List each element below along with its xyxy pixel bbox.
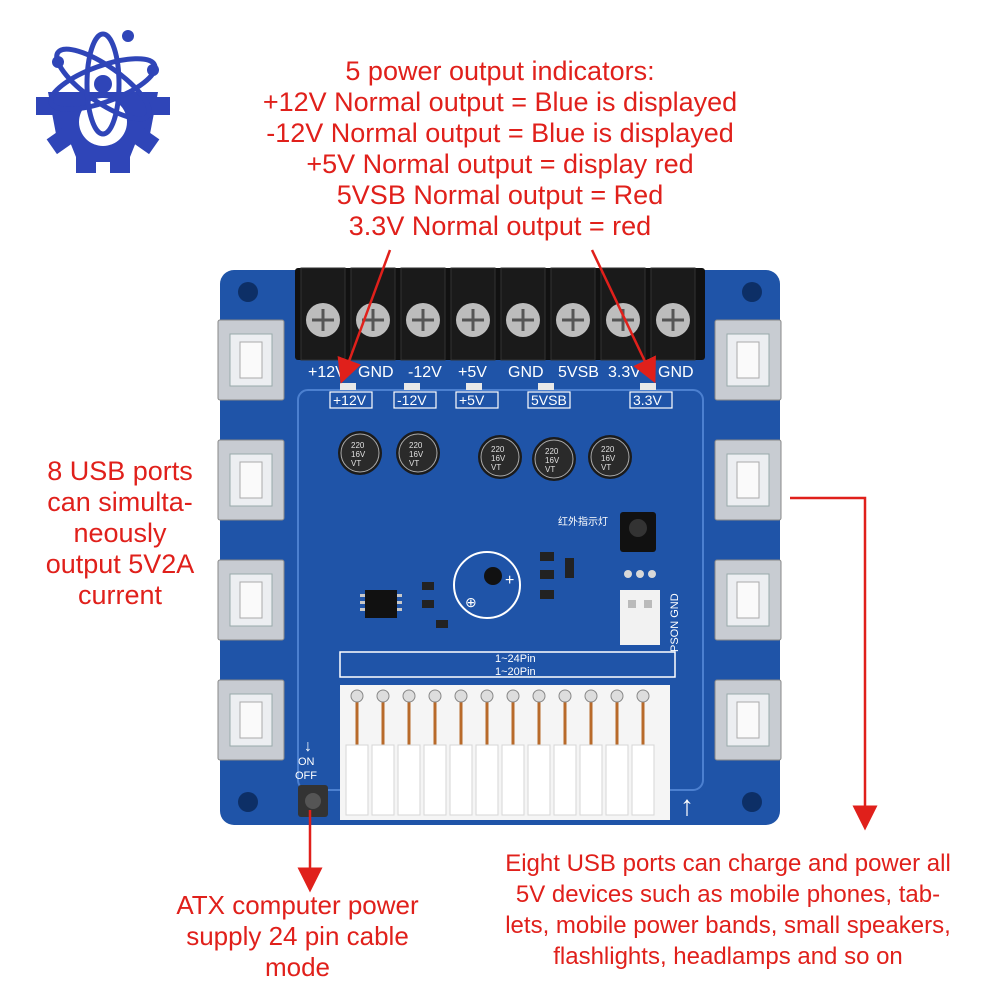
usb-output-description: 8 USB ports can simulta- neously output … xyxy=(20,456,220,611)
usb-charging-description: Eight USB ports can charge and power all… xyxy=(458,848,998,972)
usb-port-left[interactable] xyxy=(217,559,285,641)
indicator-label: 3.3V xyxy=(633,392,662,408)
capacitor-label: 220 xyxy=(351,441,365,450)
usb-port-right[interactable] xyxy=(714,319,782,401)
capacitor-label: 220 xyxy=(601,445,615,454)
annotation-line: 3.3V Normal output = red xyxy=(348,211,652,241)
terminal-label: 3.3V xyxy=(608,364,641,381)
arrow-to-usb-text xyxy=(790,496,878,831)
capacitor-label: 16V xyxy=(351,450,366,459)
ic-chip xyxy=(365,590,397,618)
annotation-line: -12V Normal output = Blue is displayed xyxy=(266,118,734,148)
annotation-line: 8 USB ports xyxy=(47,456,193,486)
indicator-led xyxy=(340,383,356,390)
svg-text:⊕: ⊕ xyxy=(465,594,477,610)
switch-off-label: OFF xyxy=(295,770,317,782)
annotation-line: output 5V2A xyxy=(45,549,195,579)
capacitor-label: VT xyxy=(351,459,361,468)
annotation-line: flashlights, headlamps and so on xyxy=(553,943,903,970)
usb-port-left[interactable] xyxy=(217,319,285,401)
usb-port-left[interactable] xyxy=(217,679,285,761)
capacitor-label: 220 xyxy=(409,441,423,450)
indicator-led xyxy=(466,383,482,390)
terminal-label: -12V xyxy=(408,364,442,381)
svg-text:↑: ↑ xyxy=(680,790,694,821)
indicator-label: 5VSB xyxy=(531,392,567,408)
arrow-to-33v-indicator xyxy=(590,249,656,384)
usb-port-left[interactable] xyxy=(217,439,285,521)
indicator-description: 5 power output indicators: +12V Normal o… xyxy=(180,56,820,242)
capacitor-label: 220 xyxy=(491,445,505,454)
annotation-line: Eight USB ports can charge and power all xyxy=(505,850,951,877)
capacitor-label: VT xyxy=(491,463,501,472)
indicator-led xyxy=(538,383,554,390)
capacitor-label: 16V xyxy=(545,456,560,465)
atx-description: ATX computer power supply 24 pin cable m… xyxy=(145,890,450,983)
svg-text:+: + xyxy=(505,572,514,589)
atom-gear-logo xyxy=(36,30,170,173)
pson-connector xyxy=(620,590,660,645)
capacitor-label: 16V xyxy=(601,454,616,463)
indicator-label: -12V xyxy=(397,392,427,408)
pin-label-20: 1~20Pin xyxy=(495,666,536,678)
annotation-line: mode xyxy=(264,952,331,982)
indicator-led xyxy=(640,383,656,390)
annotation-line: 5 power output indicators: xyxy=(345,56,655,86)
capacitor-label: VT xyxy=(601,463,611,472)
pin-label-24: 1~24Pin xyxy=(495,653,536,665)
usb-port-right[interactable] xyxy=(714,679,782,761)
capacitor-label: 220 xyxy=(545,447,559,456)
terminal-label: GND xyxy=(358,364,394,381)
indicator-label: +5V xyxy=(459,392,485,408)
capacitor-label: VT xyxy=(545,465,555,474)
buzzer-outline xyxy=(453,551,521,619)
capacitor-label: VT xyxy=(409,459,419,468)
usb-port-right[interactable] xyxy=(714,559,782,641)
terminal-label: GND xyxy=(658,364,694,381)
terminal-label: +12V xyxy=(308,364,346,381)
annotation-line: 5V devices such as mobile phones, tab- xyxy=(515,881,941,908)
annotation-line: lets, mobile power bands, small speakers… xyxy=(505,912,951,939)
annotation-line: can simulta- xyxy=(47,487,193,517)
atx-24pin-connector xyxy=(340,685,670,820)
annotation-line: +5V Normal output = display red xyxy=(306,149,694,179)
terminal-label: 5VSB xyxy=(558,364,599,381)
ir-label: 红外指示灯 xyxy=(558,515,608,528)
capacitor-label: 16V xyxy=(491,454,506,463)
annotation-line: +12V Normal output = Blue is displayed xyxy=(262,87,738,117)
capacitor-label: 16V xyxy=(409,450,424,459)
pson-label: PSON GND xyxy=(669,593,681,652)
svg-text:↓: ↓ xyxy=(304,738,312,755)
annotation-line: ATX computer power xyxy=(176,890,419,920)
annotation-line: current xyxy=(77,580,163,610)
terminal-label: +5V xyxy=(458,364,487,381)
terminal-label: GND xyxy=(508,364,544,381)
usb-port-right[interactable] xyxy=(714,439,782,521)
indicator-led xyxy=(404,383,420,390)
indicator-label: +12V xyxy=(333,392,367,408)
screw-terminal-block xyxy=(295,267,705,361)
arrow-to-12v-indicator xyxy=(337,249,392,384)
annotation-line: 5VSB Normal output = Red xyxy=(336,180,664,210)
switch-on-label: ON xyxy=(298,756,315,768)
annotation-line: neously xyxy=(73,518,167,548)
annotation-line: supply 24 pin cable xyxy=(186,921,409,951)
